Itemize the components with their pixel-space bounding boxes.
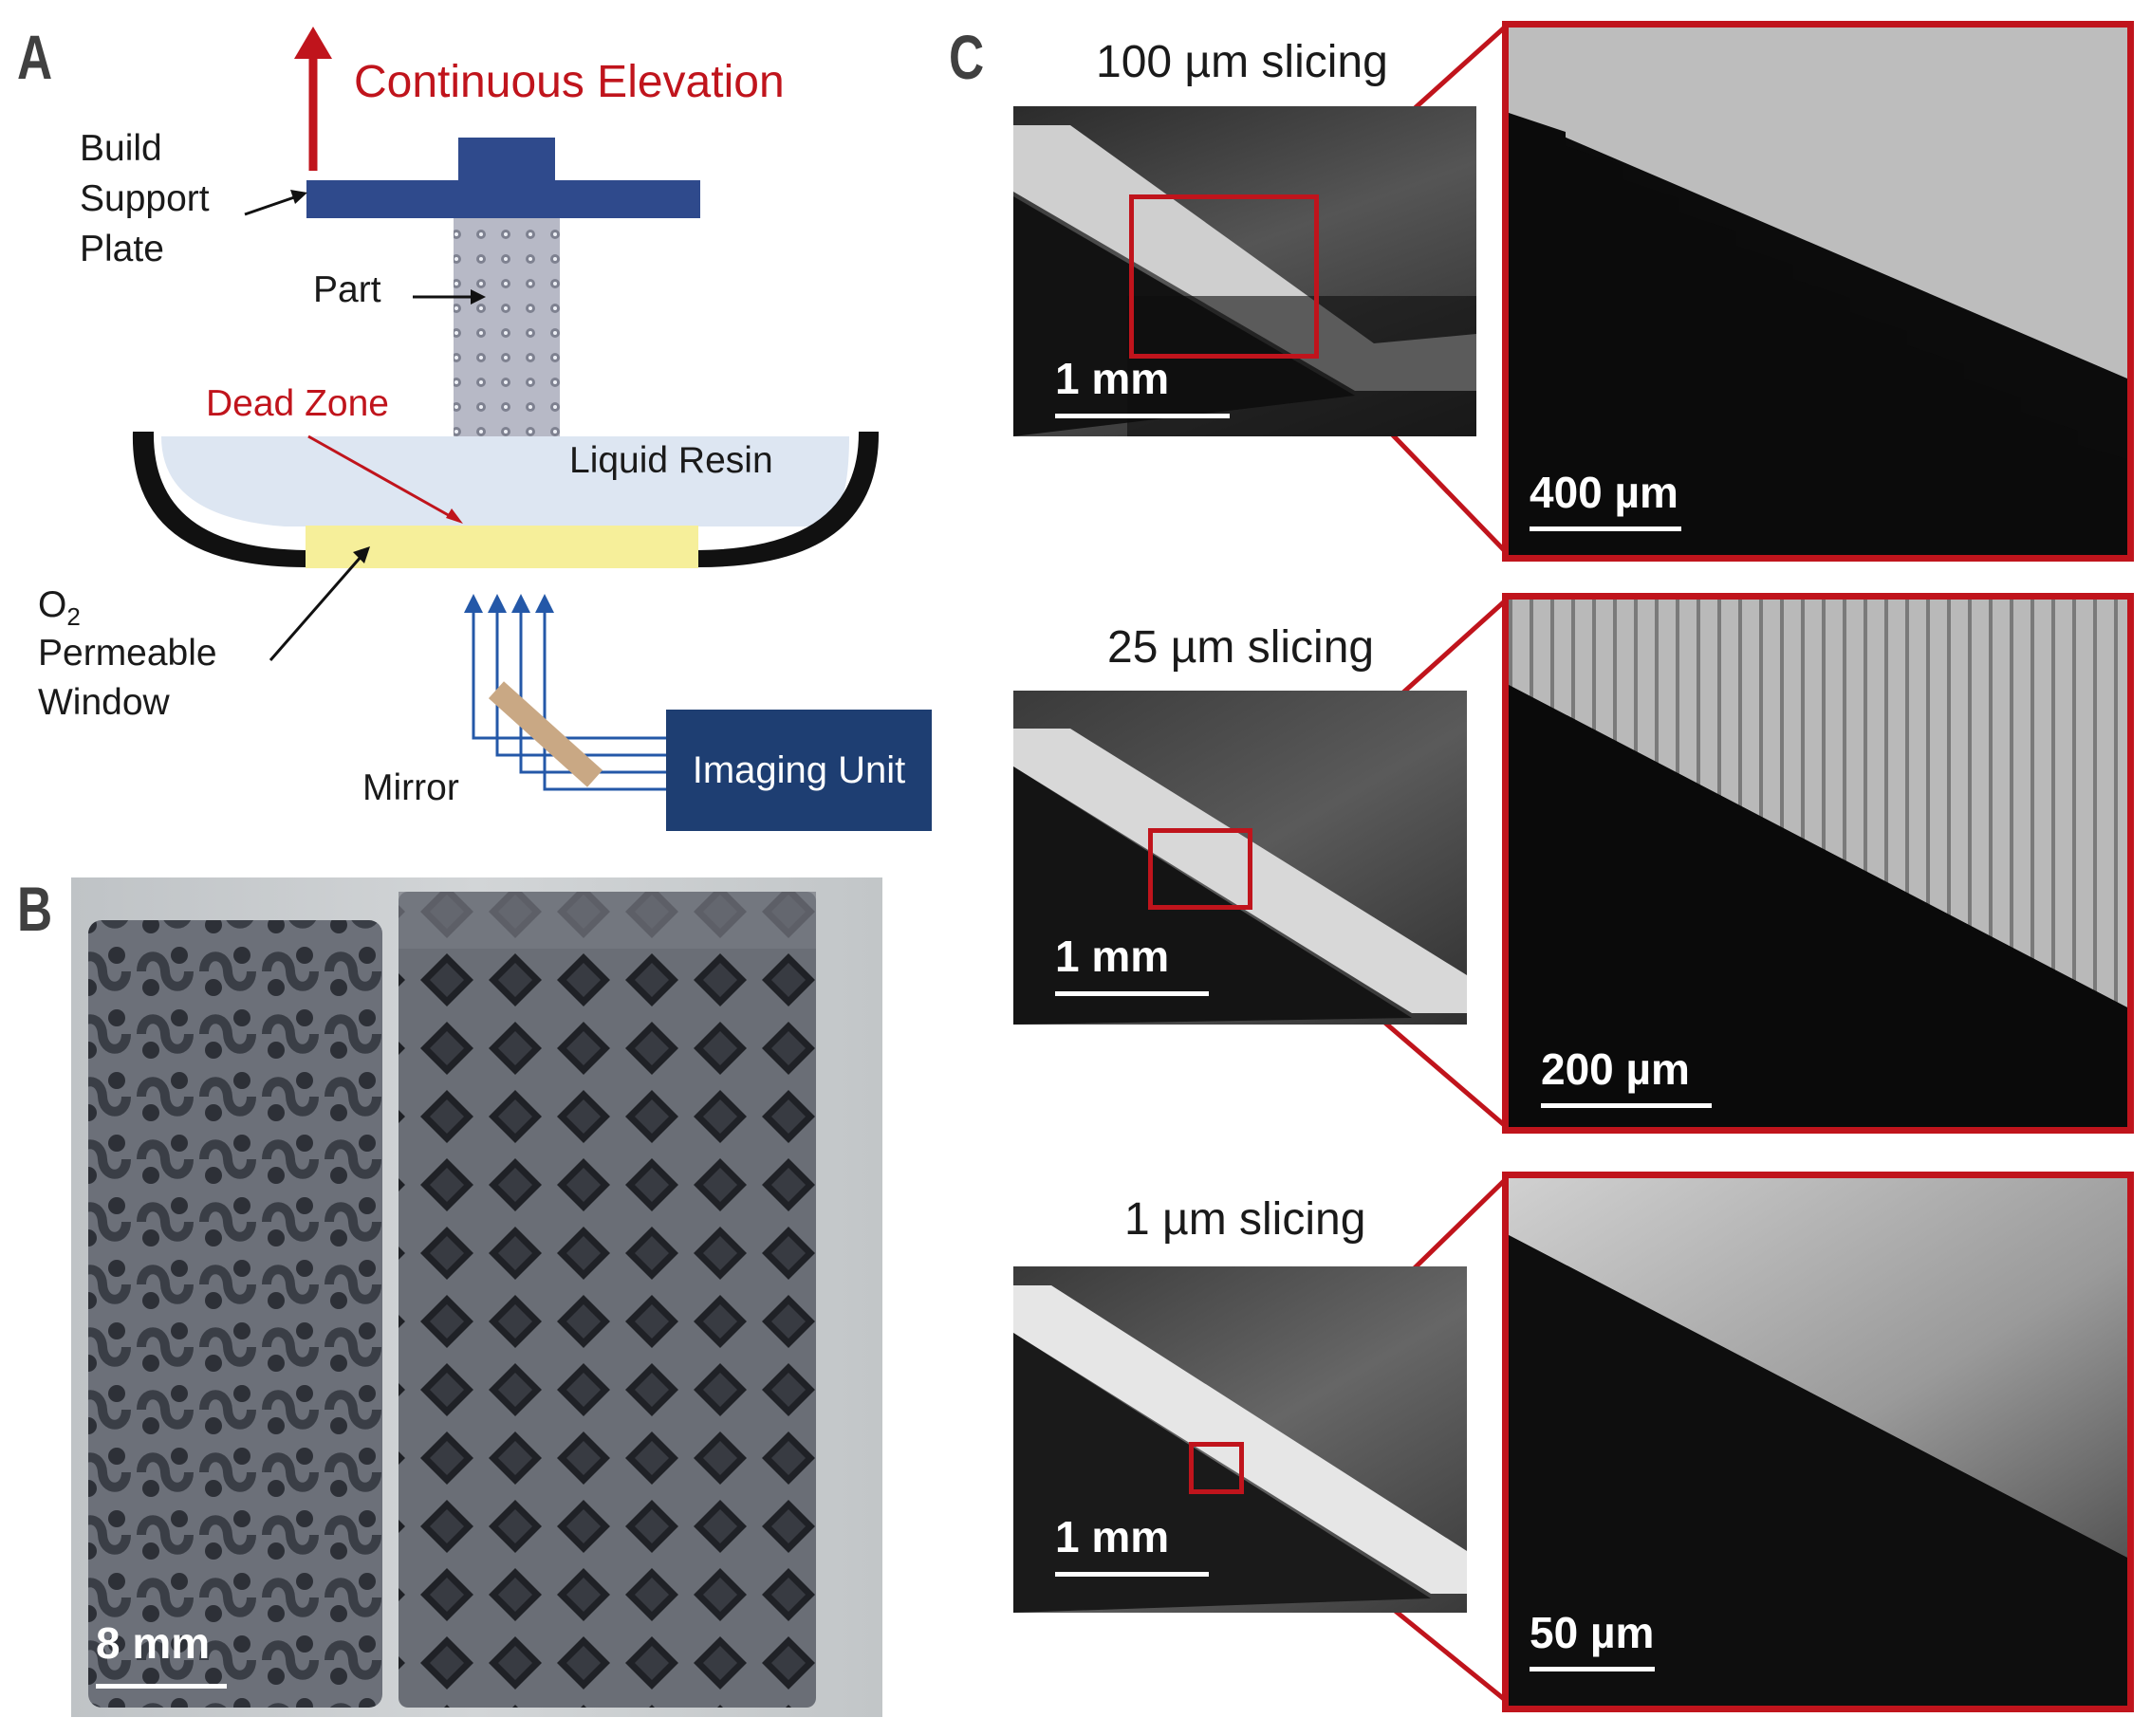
sem-overview-100um: 1 mm (1013, 106, 1476, 436)
overview-scale-label-1um: 1 mm (1055, 1512, 1170, 1561)
o2-permeable-window (306, 526, 698, 568)
zoom-scalebar-1um: 50 µm (1530, 1607, 1655, 1671)
permeable-label: Permeable (38, 633, 217, 674)
plate-label: Plate (80, 229, 164, 269)
elevation-arrow-head (294, 27, 332, 59)
sem-zoom-1um: 50 µm (1502, 1172, 2134, 1712)
slicing-title-1um: 1 µm slicing (1124, 1194, 1366, 1245)
continuous-elevation-label: Continuous Elevation (354, 57, 785, 107)
dead-zone-label: Dead Zone (206, 383, 389, 424)
imaging-unit-label: Imaging Unit (692, 748, 906, 791)
panel-b-scale-label: 8 mm (96, 1618, 211, 1668)
sem-overview-1um: 1 mm (1013, 1266, 1467, 1613)
build-support-plate-top (458, 138, 555, 183)
slicing-title-100um: 100 µm slicing (1096, 37, 1388, 87)
zoom-scalebar-25um: 200 µm (1541, 1043, 1712, 1108)
zoom-scale-label-25um: 200 µm (1541, 1044, 1690, 1094)
window-pointer (269, 554, 364, 661)
mirror-label: Mirror (362, 767, 459, 808)
overview-zoom-box-100um (1129, 194, 1319, 359)
zoom-scale-label-1um: 50 µm (1530, 1608, 1655, 1657)
dead-zone-pointer (307, 434, 453, 519)
o2-subscript: 2 (66, 601, 81, 631)
panel-b-scalebar: 8 mm (96, 1617, 227, 1689)
overview-scale-label-100um: 1 mm (1055, 354, 1170, 403)
panel-b-letter: B (17, 874, 53, 944)
panel-a-schematic (132, 27, 880, 791)
light-rays (472, 607, 666, 791)
o2-main: O (38, 584, 67, 625)
overview-scalebar-1um: 1 mm (1055, 1511, 1209, 1577)
build-label: Build (80, 128, 162, 169)
lattice-sample (399, 892, 816, 1708)
part-label: Part (313, 269, 381, 310)
panel-b-photo: 8 mm (71, 877, 882, 1717)
overview-zoom-box-1um (1189, 1442, 1244, 1494)
overview-scalebar-25um: 1 mm (1055, 931, 1209, 996)
sem-overview-25um: 1 mm (1013, 691, 1467, 1025)
zoom-scalebar-100um: 400 µm (1530, 467, 1681, 531)
o2-label: O2 (38, 582, 81, 633)
panel-a-letter: A (17, 22, 53, 92)
slicing-title-25um: 25 µm slicing (1107, 622, 1375, 673)
sem-zoom-100um: 400 µm (1502, 21, 2134, 562)
liquid-resin (161, 436, 849, 526)
vat-right-wall (698, 432, 880, 567)
liquid-resin-label: Liquid Resin (569, 440, 773, 481)
zoom-scale-label-100um: 400 µm (1530, 468, 1678, 517)
mirror (488, 681, 603, 787)
overview-zoom-box-25um (1148, 828, 1252, 910)
lattice-samples (88, 892, 816, 1708)
sem-zoom-25um: 200 µm (1502, 593, 2134, 1134)
build-support-plate (306, 180, 700, 218)
overview-scalebar-100um: 1 mm (1055, 353, 1230, 418)
panel-c-letter: C (949, 22, 985, 92)
vat-left-wall (132, 432, 306, 567)
plate-pointer (244, 194, 301, 216)
gyroid-sample (88, 920, 382, 1708)
overview-scale-label-25um: 1 mm (1055, 932, 1170, 981)
imaging-unit: Imaging Unit (666, 710, 932, 831)
support-label: Support (80, 178, 210, 219)
window-label: Window (38, 682, 170, 723)
